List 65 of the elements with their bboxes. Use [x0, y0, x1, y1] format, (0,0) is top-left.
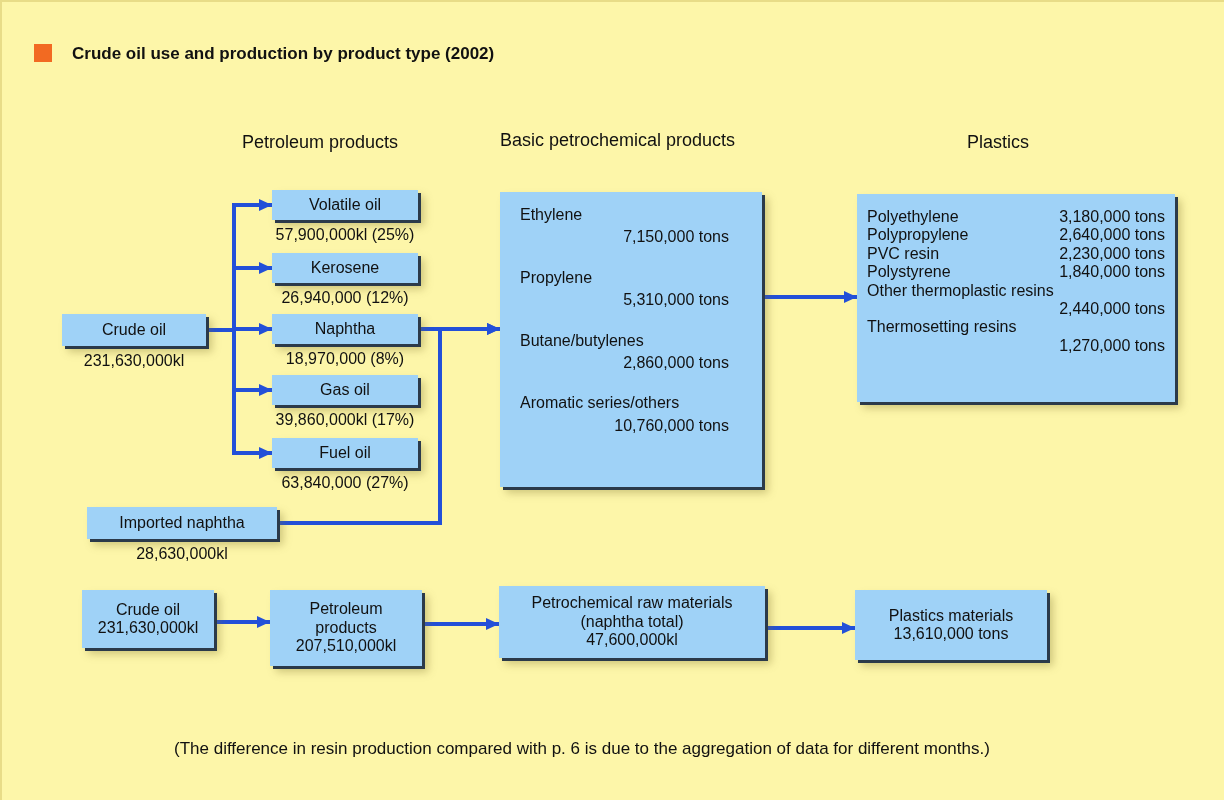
amount-text: 7,150,000 tons — [622, 228, 729, 247]
amount-text: 28,630,000kl — [135, 545, 229, 563]
process-box — [272, 438, 418, 468]
amount-text: 18,970,000 (8%) — [284, 350, 406, 368]
box-label: Crude oil — [116, 600, 180, 619]
amount-text: 1,840,000 tons — [1059, 263, 1165, 282]
box-label: 207,510,000kl — [295, 637, 397, 656]
process-box — [270, 590, 422, 666]
process-box — [62, 314, 206, 346]
amount-text: 2,440,000 tons — [1059, 299, 1165, 319]
amount-text: 2,860,000 tons — [622, 353, 729, 373]
amount-text: 3,180,000 tons — [1059, 208, 1165, 227]
amount-text: 63,840,000 (27%) — [280, 474, 410, 492]
product-name: Polystyrene — [867, 263, 952, 282]
amount-text: 2,230,000 tons — [1059, 244, 1165, 264]
product-name: Polyethylene — [867, 208, 960, 227]
box-label: Imported naphtha — [119, 513, 245, 533]
flow-arrow — [765, 622, 855, 634]
box-label: Naphtha — [314, 319, 376, 339]
column-heading: Petroleum products — [242, 132, 399, 153]
column-heading: Basic petrochemical products — [500, 130, 736, 151]
flow-arrow — [762, 291, 857, 303]
product-name: Other thermoplastic resins — [867, 281, 1055, 300]
amount-text: 10,760,000 tons — [614, 416, 729, 436]
box-label: Petrochemical raw materials (naphtha total) — [530, 594, 734, 632]
box-label: Fuel oil — [319, 443, 371, 463]
amount-text: 2,640,000 tons — [1059, 226, 1165, 245]
box-label: Kerosene — [310, 258, 380, 278]
box-label: 47,600,000kl — [586, 631, 678, 650]
diagram-title: Crude oil use and production by product type (2002) — [72, 44, 495, 64]
amount-text: 39,860,000kl (17%) — [274, 411, 416, 429]
box-label: Plastics materials — [888, 606, 1014, 625]
product-name: Polypropylene — [867, 226, 970, 245]
product-name: PVC resin — [867, 244, 941, 264]
process-box — [272, 253, 418, 283]
process-box — [499, 586, 765, 658]
process-box — [272, 314, 418, 344]
process-box — [272, 190, 418, 220]
box-label: Gas oil — [320, 380, 370, 400]
column-heading: Plastics — [967, 132, 1029, 153]
product-name: Propylene — [520, 268, 594, 288]
product-name: Thermosetting resins — [867, 318, 1018, 337]
process-box — [272, 375, 418, 405]
product-name: Aromatic series/others — [520, 394, 681, 413]
product-name: Ethylene — [520, 206, 584, 225]
flow-arrow — [206, 328, 272, 459]
box-label: Volatile oil — [308, 195, 381, 215]
amount-text: 1,270,000 tons — [1059, 336, 1165, 356]
process-box — [855, 590, 1047, 660]
amount-text: 231,630,000kl — [82, 352, 186, 370]
flow-arrow — [214, 616, 270, 628]
amount-text: 26,940,000 (12%) — [280, 289, 410, 307]
box-label: Petroleum products — [308, 600, 384, 638]
box-label: 231,630,000kl — [97, 619, 199, 638]
process-box — [500, 192, 762, 487]
process-box — [857, 194, 1175, 402]
amount-text: 5,310,000 tons — [622, 291, 729, 310]
process-box — [82, 590, 214, 648]
footnote: (The difference in resin production compared with p. 6 is due to the aggregation of data for different months.) — [174, 739, 990, 759]
amount-text: 57,900,000kl (25%) — [274, 226, 416, 244]
box-label: 13,610,000 tons — [893, 625, 1009, 644]
flow-arrow — [422, 618, 499, 630]
product-name: Butane/butylenes — [520, 331, 645, 350]
box-label: Crude oil — [102, 320, 166, 340]
process-box — [87, 507, 277, 539]
